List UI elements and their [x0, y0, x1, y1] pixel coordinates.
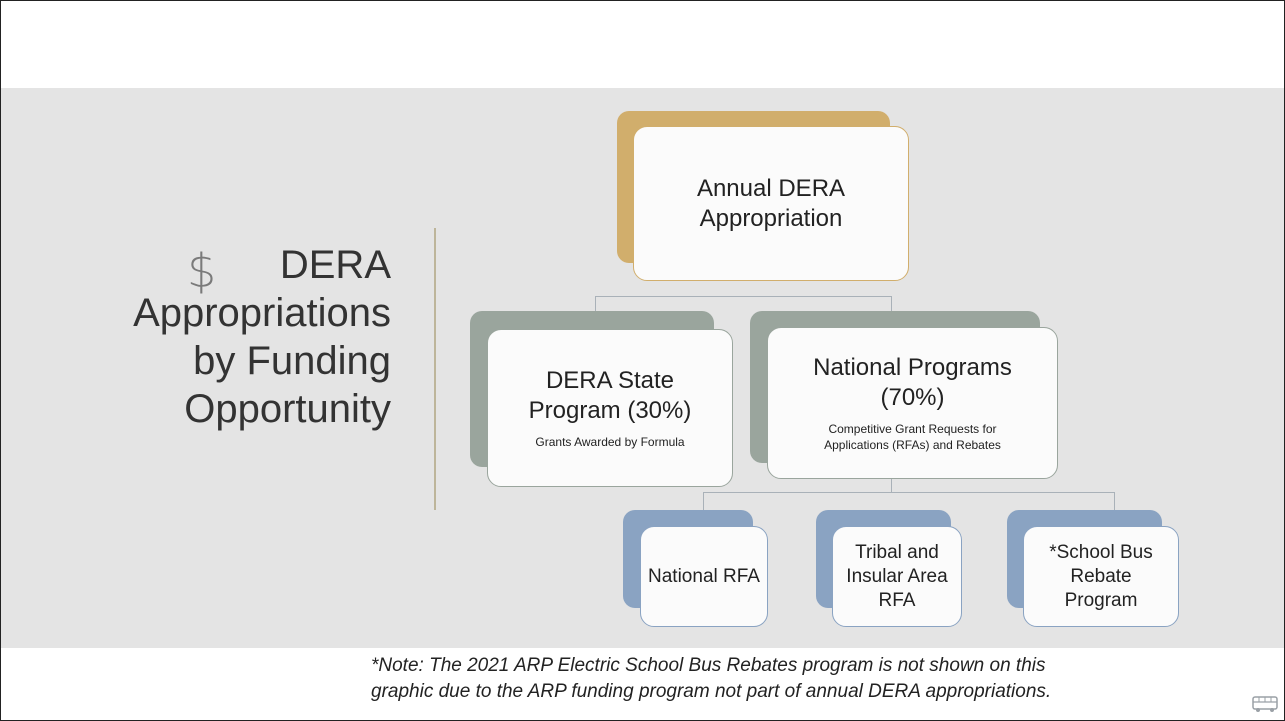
title-line-1: DERA [279, 243, 391, 287]
connector [891, 477, 892, 493]
tribal-rfa-line-2: Insular Area [846, 565, 948, 587]
footnote-line-2: graphic due to the ARP funding program n… [371, 681, 1052, 702]
root-node-line-1: Annual DERA [696, 174, 846, 202]
national-programs-line-2: (70%) [880, 384, 945, 411]
connector [891, 296, 892, 316]
national-programs-line-1: National Programs [813, 354, 1012, 381]
national-programs-node: National Programs (70%) Competitive Gran… [767, 327, 1058, 479]
state-program-line-2: Program (30%) [528, 397, 692, 424]
state-program-sub: Grants Awarded by Formula [535, 435, 685, 449]
connector [1114, 492, 1115, 510]
slide-title: DERA Appropriations by Funding Opportuni… [61, 241, 391, 433]
title-line-3: by Funding [193, 339, 391, 383]
title-divider [434, 228, 436, 510]
national-programs-sub-line-1: Competitive Grant Requests for [828, 422, 997, 436]
school-bus-line-2: Rebate [1070, 565, 1132, 587]
school-bus-node: *School Bus Rebate Program [1023, 526, 1179, 627]
title-line-4: Opportunity [184, 387, 391, 431]
national-programs-sub: Competitive Grant Requests for Applicati… [824, 421, 1001, 453]
tribal-rfa-node: Tribal and Insular Area RFA [832, 526, 962, 627]
bus-icon [1252, 696, 1278, 712]
connector [703, 492, 704, 510]
title-line-2: Appropriations [133, 291, 391, 335]
tribal-rfa-line-3: RFA [878, 589, 916, 611]
footnote: *Note: The 2021 ARP Electric School Bus … [371, 653, 1171, 705]
school-bus-line-1: *School Bus [1049, 541, 1153, 563]
root-node: Annual DERA Appropriation [633, 126, 909, 281]
national-rfa-label: National RFA [648, 565, 760, 587]
state-program-node: DERA State Program (30%) Grants Awarded … [487, 329, 733, 487]
connector [595, 296, 892, 297]
root-node-line-2: Appropriation [699, 204, 843, 232]
state-program-line-1: DERA State [545, 367, 675, 394]
national-programs-sub-line-2: Applications (RFAs) and Rebates [824, 438, 1001, 452]
school-bus-line-3: Program [1064, 589, 1138, 611]
tribal-rfa-line-1: Tribal and [855, 541, 939, 563]
connector [703, 492, 1115, 493]
connector [595, 296, 596, 316]
dollar-icon: $ [187, 244, 217, 298]
footnote-line-1: *Note: The 2021 ARP Electric School Bus … [371, 655, 1046, 676]
national-rfa-node: National RFA [640, 526, 768, 627]
